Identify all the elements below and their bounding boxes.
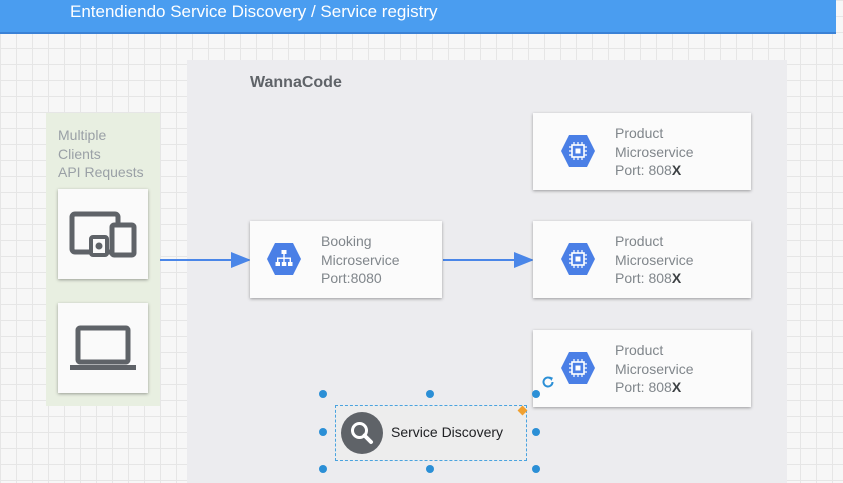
clients-label-line: Clients (58, 145, 101, 162)
selection-handle-bottom-right[interactable] (532, 465, 540, 473)
title-bar: Entendiendo Service Discovery / Service … (0, 0, 836, 34)
product-microservice-card-3[interactable]: Product Microservice Port: 808X (533, 330, 751, 407)
product-name: Product (615, 125, 664, 141)
selection-handle-top-right[interactable] (532, 390, 540, 398)
product-name: Product (615, 342, 664, 358)
product-type: Microservice (615, 360, 694, 377)
product-label: Product Microservice Port: 808X (615, 341, 694, 397)
booking-label-line: Port:8080 (321, 270, 382, 286)
refresh-icon[interactable] (540, 374, 556, 390)
selection-handle-bottom-left[interactable] (319, 465, 327, 473)
product-port: Port: 808X (615, 161, 694, 180)
booking-label-line: Microservice (321, 251, 400, 268)
product-label: Product Microservice Port: 808X (615, 124, 694, 180)
laptop-icon (70, 325, 136, 370)
selection-handle-bottom[interactable] (426, 465, 434, 473)
devices-card[interactable] (58, 189, 148, 279)
load-balancer-icon (267, 243, 301, 275)
selection-handle-top[interactable] (426, 390, 434, 398)
booking-label: Booking Microservice Port:8080 (321, 232, 400, 288)
product-port-suffix: X (671, 162, 682, 178)
clients-label-line: Multiple (58, 127, 107, 143)
product-port-prefix: Port: 808 (615, 162, 672, 178)
search-icon (351, 422, 373, 444)
devices-icon (69, 211, 137, 258)
product-port-suffix: X (671, 270, 682, 286)
product-microservice-card-2[interactable]: Product Microservice Port: 808X (533, 221, 751, 298)
product-label: Product Microservice Port: 808X (615, 232, 694, 288)
clients-label: Multiple Clients API Requests (58, 126, 168, 182)
product-name: Product (615, 233, 664, 249)
org-label: WannaCode (250, 74, 342, 91)
booking-microservice-card[interactable]: Booking Microservice Port:8080 (250, 221, 442, 298)
product-type: Microservice (615, 251, 694, 268)
product-type: Microservice (615, 143, 694, 160)
service-discovery-icon-circle (341, 412, 383, 454)
booking-label-line: Booking (321, 233, 372, 249)
product-port-suffix: X (671, 379, 682, 395)
product-port-prefix: Port: 808 (615, 379, 672, 395)
product-port-prefix: Port: 808 (615, 270, 672, 286)
product-microservice-card-1[interactable]: Product Microservice Port: 808X (533, 113, 751, 190)
selection-handle-top-left[interactable] (319, 390, 327, 398)
compute-chip-icon (561, 135, 595, 167)
laptop-card[interactable] (58, 303, 148, 393)
page-title: Entendiendo Service Discovery / Service … (70, 2, 438, 21)
compute-chip-icon (561, 352, 595, 384)
product-port: Port: 808X (615, 269, 694, 288)
product-port: Port: 808X (615, 378, 694, 397)
selection-handle-left[interactable] (319, 428, 327, 436)
compute-chip-icon (561, 243, 595, 275)
clients-label-line: API Requests (58, 164, 144, 180)
selection-handle-right[interactable] (532, 428, 540, 436)
service-discovery-label: Service Discovery (391, 424, 504, 440)
